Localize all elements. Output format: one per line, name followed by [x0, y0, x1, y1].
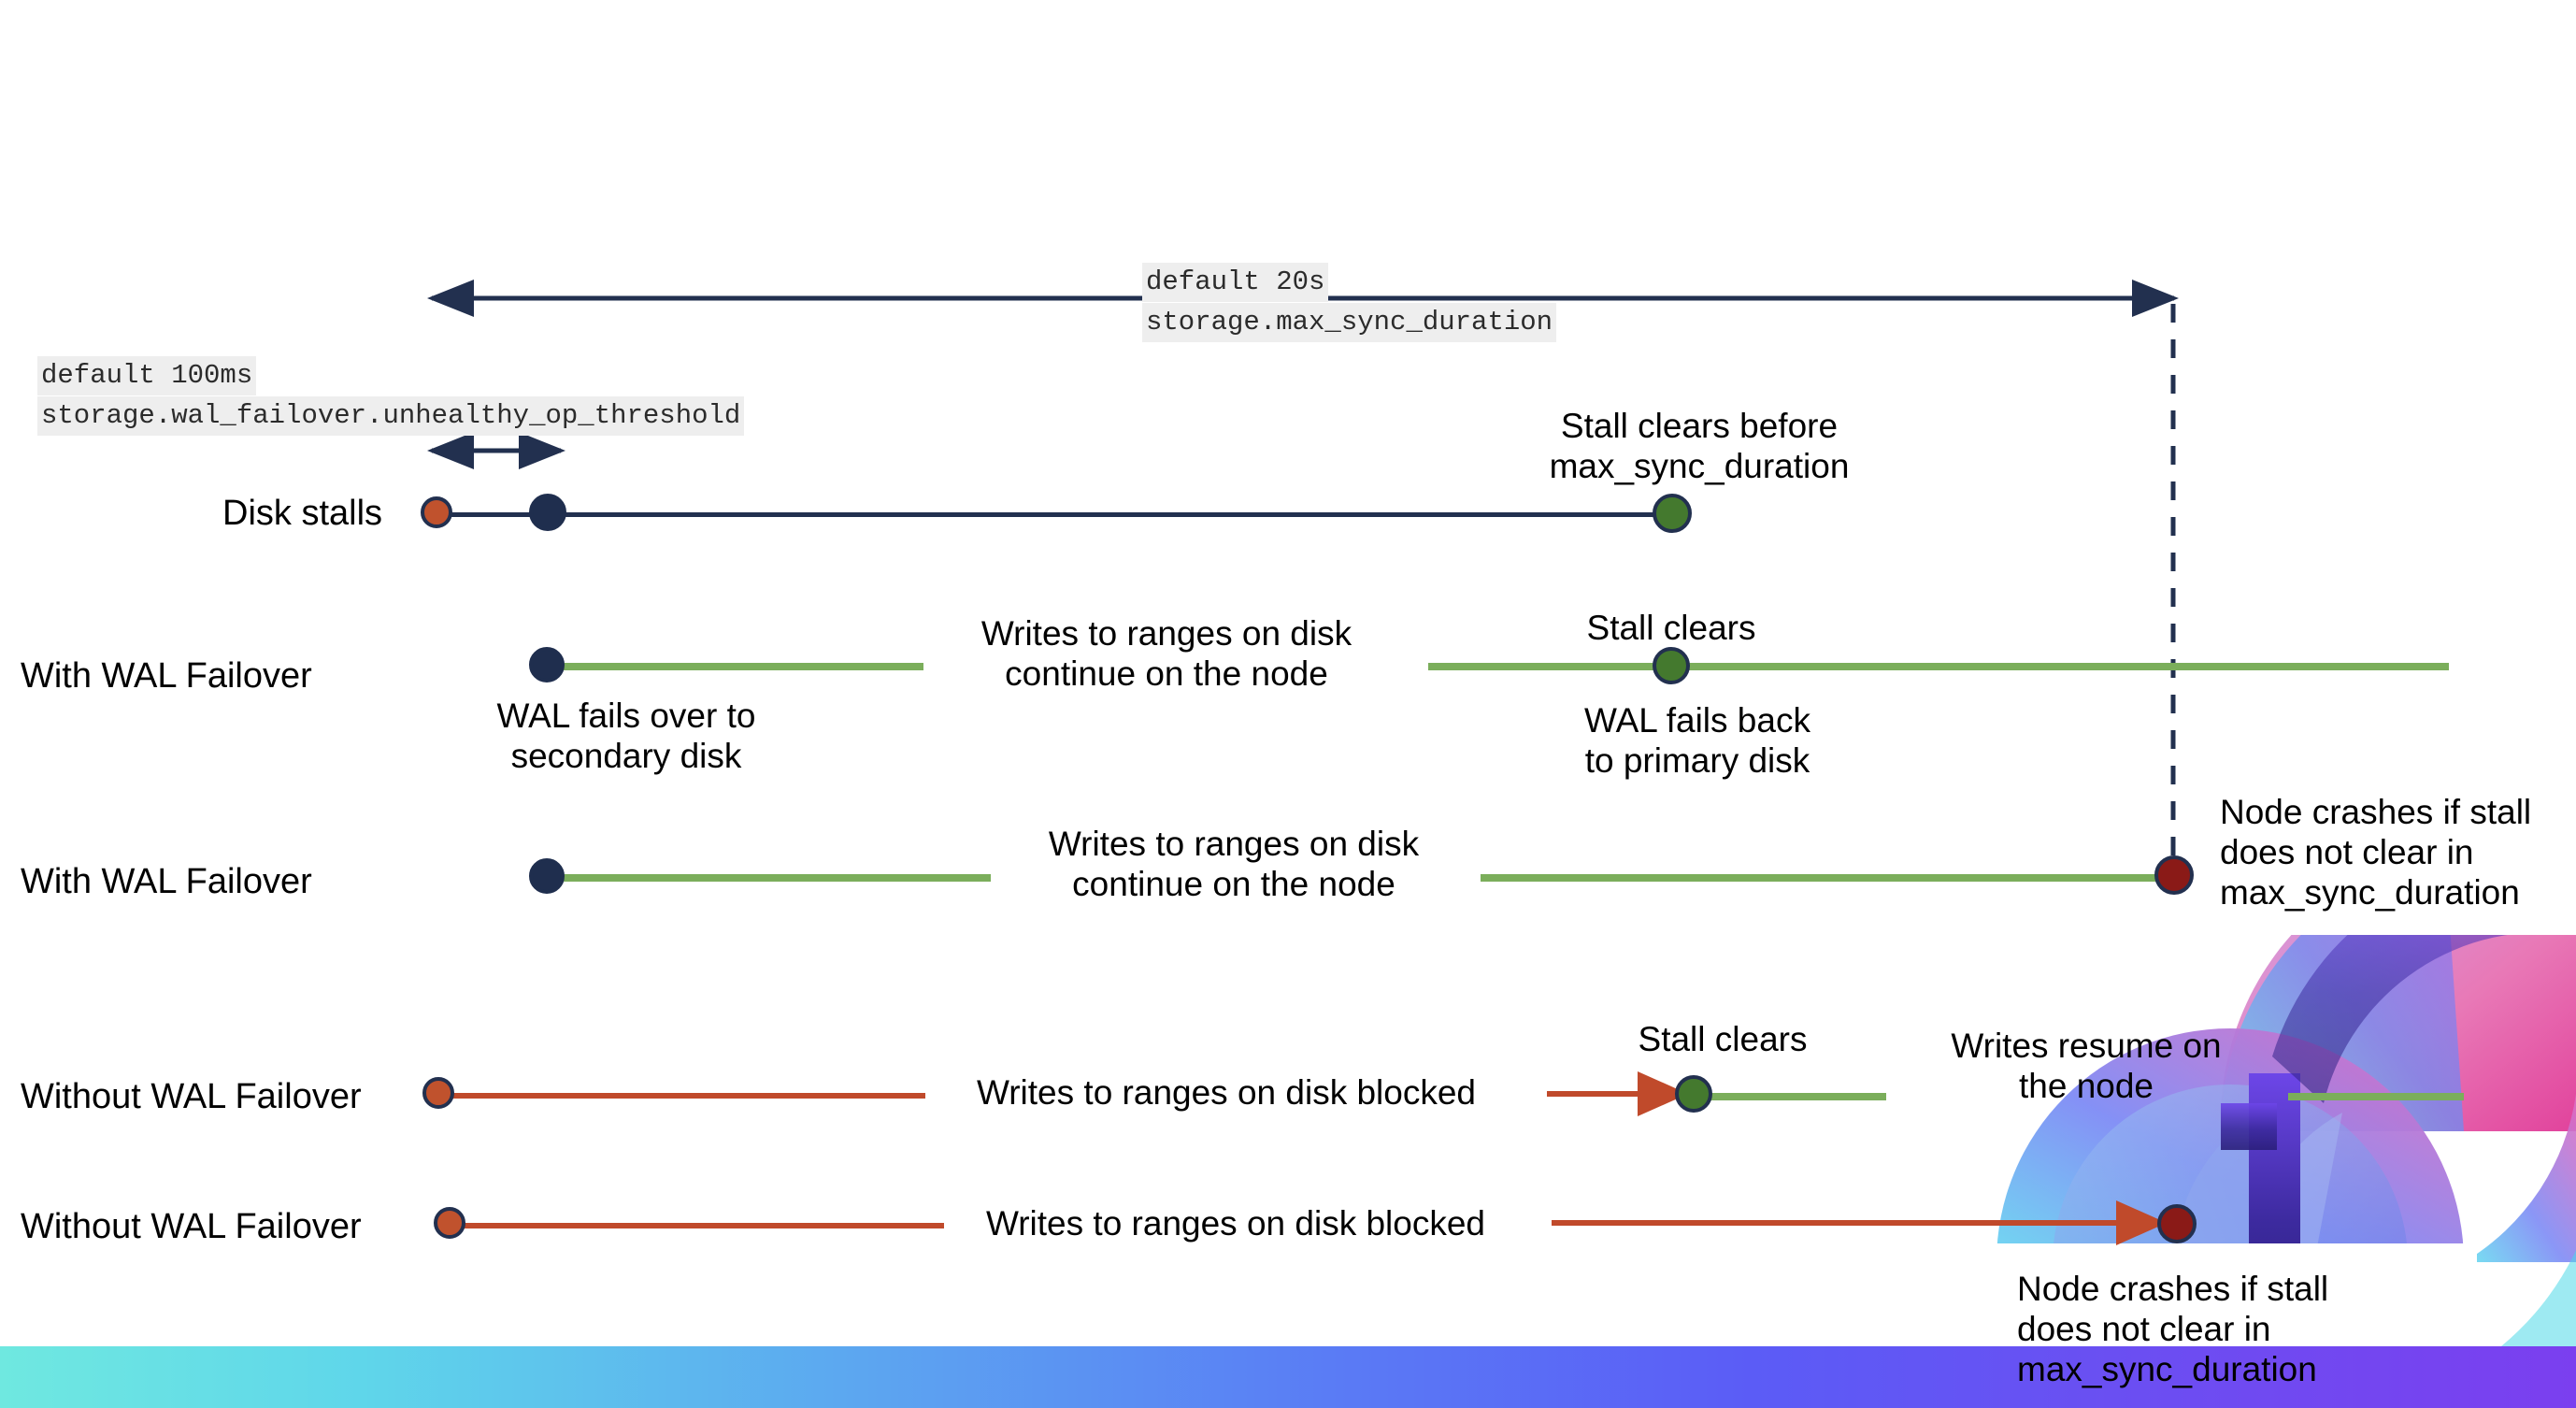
row2-green-segment-2 — [1428, 663, 2449, 670]
annotation-writes-resume: Writes resume on the node — [1951, 1027, 2222, 1105]
annotation-row2-stall-clears: Stall clears — [1586, 609, 1756, 647]
row5-red-segment-1 — [460, 1223, 944, 1228]
unhealthy-op-threshold-name-chip: storage.wal_failover.unhealthy_op_thresh… — [37, 396, 745, 437]
row2-green-segment-1 — [542, 663, 923, 670]
row-label-with-wal-failover-2: With WAL Failover — [21, 862, 312, 901]
max-sync-duration-name-chip: storage.max_sync_duration — [1142, 303, 1557, 343]
row4-red-segment-1 — [449, 1093, 925, 1099]
row5-crash-dot — [2157, 1204, 2197, 1243]
bottom-gradient-bar — [0, 1346, 2576, 1408]
row3-green-segment-1 — [542, 874, 991, 882]
left-white-mask — [0, 1075, 1953, 1346]
annotation-wal-fails-over: WAL fails over to secondary disk — [496, 697, 756, 775]
annotation-wal-fails-back: WAL fails back to primary disk — [1584, 701, 1810, 780]
annotation-row5-writes-blocked: Writes to ranges on disk blocked — [985, 1204, 1486, 1243]
annotation-row4-stall-clears: Stall clears — [1638, 1020, 1808, 1058]
max-sync-duration-default-chip: default 20s — [1142, 263, 1329, 303]
row2-failover-dot — [529, 647, 565, 682]
unhealthy-op-threshold-default-chip: default 100ms — [37, 356, 257, 396]
row5-stall-start-dot — [434, 1207, 465, 1239]
disk-stall-start-dot — [421, 496, 452, 528]
row4-green-segment-2 — [2288, 1093, 2464, 1100]
disk-stall-clear-dot — [1653, 494, 1692, 533]
annotation-row3-writes-continue: Writes to ranges on disk continue on the… — [1048, 825, 1420, 903]
row3-crash-dot — [2154, 855, 2194, 895]
row4-stall-start-dot — [422, 1077, 454, 1109]
annotation-row2-writes-continue: Writes to ranges on disk continue on the… — [980, 614, 1352, 693]
row4-green-segment-1 — [1709, 1093, 1886, 1100]
row-label-without-wal-failover-1: Without WAL Failover — [21, 1077, 362, 1116]
row-label-disk-stalls: Disk stalls — [222, 494, 383, 533]
annotation-row4-writes-blocked: Writes to ranges on disk blocked — [976, 1073, 1477, 1112]
row3-failover-dot — [529, 858, 565, 894]
row-label-without-wal-failover-2: Without WAL Failover — [21, 1207, 362, 1246]
annotation-stall-clears-before-max: Stall clears before max_sync_duration — [1549, 407, 1850, 485]
top-white-mask — [0, 0, 2576, 935]
annotation-row5-node-crashes: Node crashes if stall does not clear in … — [2017, 1270, 2329, 1388]
disk-stalls-timeline — [437, 512, 1669, 517]
row4-stall-clears-dot — [1675, 1075, 1712, 1113]
row2-stall-clears-dot — [1653, 647, 1690, 684]
row3-green-segment-2 — [1481, 874, 2172, 882]
row-label-with-wal-failover-1: With WAL Failover — [21, 656, 312, 696]
annotation-row3-node-crashes: Node crashes if stall does not clear in … — [2220, 793, 2532, 912]
disk-stall-threshold-dot — [529, 494, 566, 531]
